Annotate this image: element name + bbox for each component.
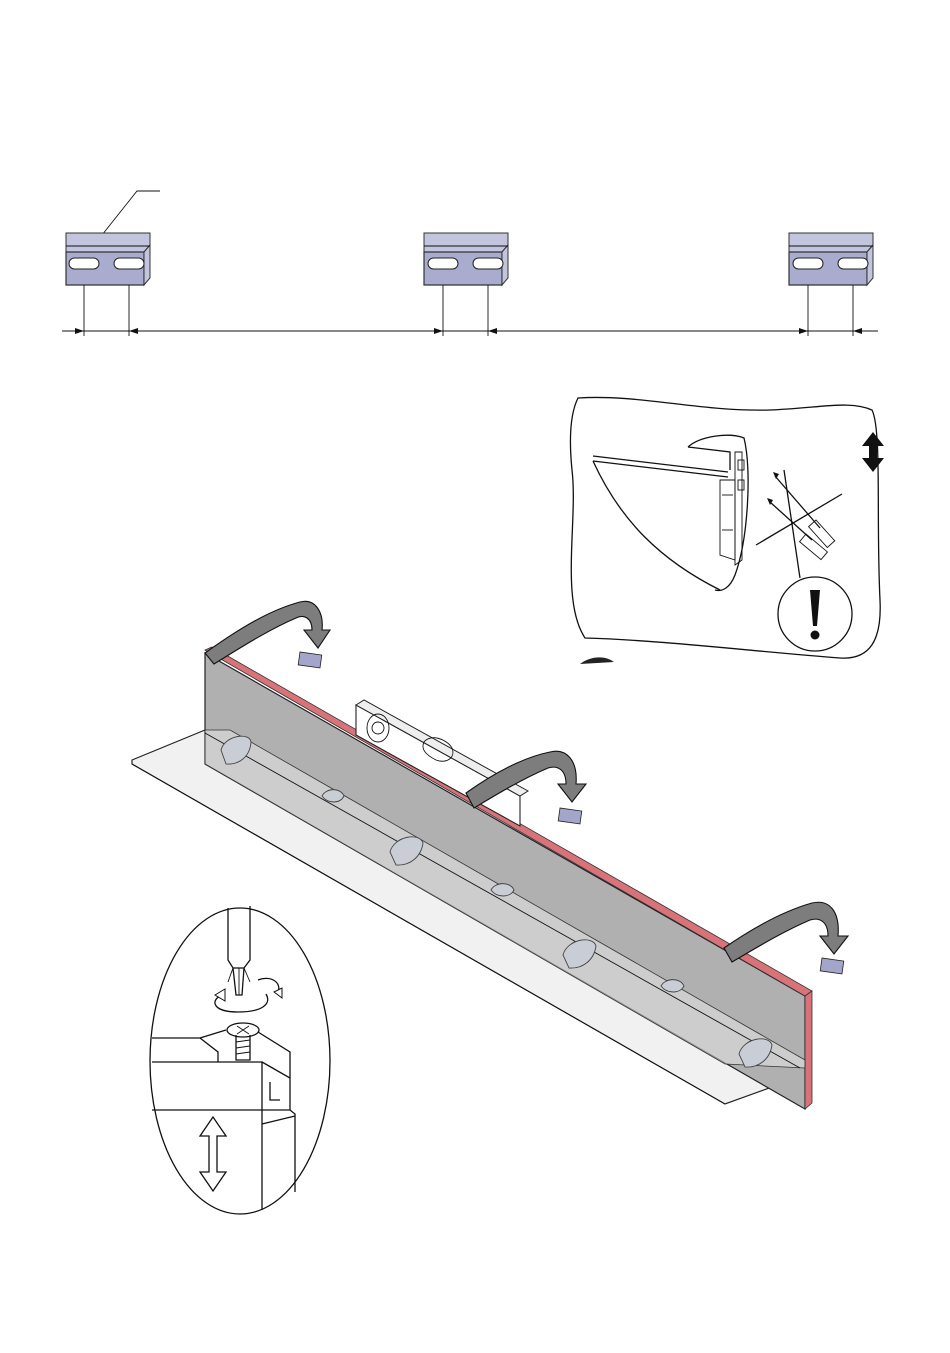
no-screw-cross-icon bbox=[756, 470, 842, 578]
rotate-arrow-icon bbox=[215, 978, 282, 1012]
exclamation-icon bbox=[778, 577, 852, 651]
dimension-lines bbox=[62, 285, 878, 336]
adjustment-detail bbox=[150, 906, 330, 1214]
vertical-double-arrow-icon bbox=[862, 432, 884, 472]
screw-icon bbox=[227, 1023, 259, 1060]
panel-side-edge bbox=[805, 991, 812, 1109]
detail-oval bbox=[150, 908, 330, 1214]
callout-outline bbox=[570, 397, 880, 658]
callout-marker bbox=[580, 657, 614, 664]
vertical-adjust-arrow-icon bbox=[200, 1117, 226, 1191]
hang-arrow-left bbox=[205, 601, 330, 668]
rail-bracket-right bbox=[789, 233, 873, 285]
detail-shelf-bracket bbox=[593, 435, 748, 590]
bracket-block bbox=[152, 1030, 295, 1210]
rail-bracket-middle bbox=[424, 233, 508, 285]
rail-bracket-row bbox=[62, 191, 878, 336]
rail-bracket-left bbox=[66, 233, 150, 285]
screwdriver-icon bbox=[228, 906, 250, 995]
detail-callout bbox=[570, 397, 884, 664]
